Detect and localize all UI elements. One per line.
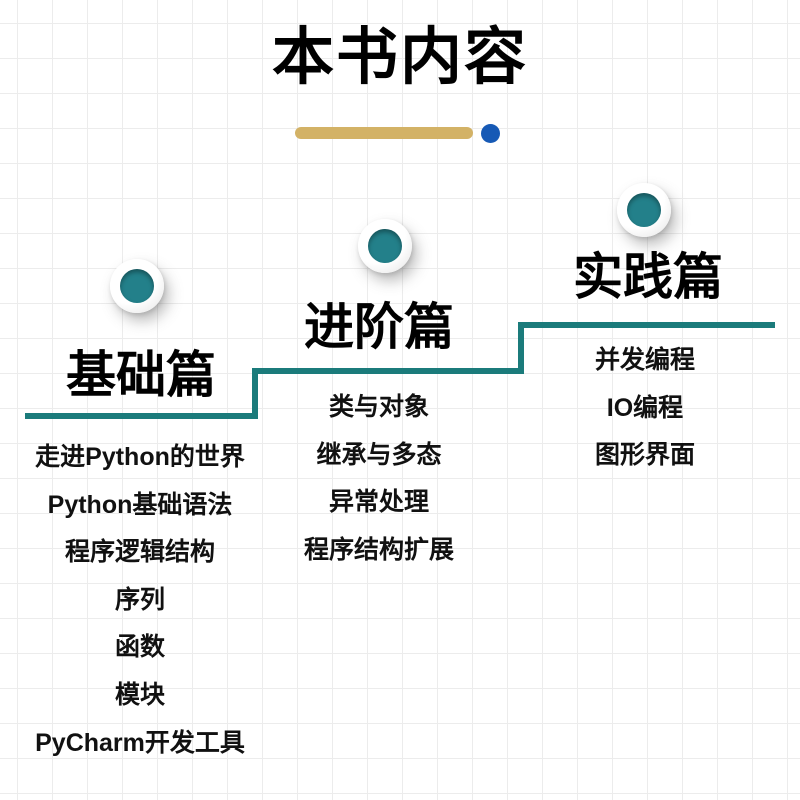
- list-item: Python基础语法: [47, 490, 233, 519]
- practice-circle-icon: [617, 183, 671, 237]
- list-item: 图形界面: [594, 441, 696, 470]
- practice-item-list: 并发编程 IO编程 图形界面: [595, 337, 695, 480]
- list-item: 序列: [114, 585, 165, 614]
- practice-circle-dot: [627, 193, 661, 227]
- section-title-basics: 基础篇: [66, 347, 216, 403]
- step-line-level2: [252, 368, 523, 374]
- list-item: 模块: [114, 680, 165, 709]
- advanced-circle-dot: [368, 229, 402, 263]
- list-item: PyCharm开发工具: [35, 728, 245, 757]
- page-title: 本书内容: [271, 23, 528, 92]
- section-title-practice: 实践篇: [573, 249, 723, 305]
- list-item: 异常处理: [328, 488, 430, 517]
- advanced-circle-icon: [358, 219, 412, 273]
- step-riser-2: [518, 322, 524, 374]
- title-underline-dot: [481, 124, 500, 143]
- step-line-level1: [25, 413, 258, 419]
- basics-item-list: 走进Python的世界 Python基础语法 程序逻辑结构 序列 函数 模块 P…: [35, 434, 245, 767]
- advanced-item-list: 类与对象 继承与多态 异常处理 程序结构扩展: [304, 384, 454, 574]
- list-item: 函数: [114, 633, 165, 662]
- list-item: IO编程: [606, 393, 684, 422]
- list-item: 类与对象: [328, 393, 430, 421]
- list-item: 程序逻辑结构: [64, 538, 215, 567]
- list-item: 走进Python的世界: [35, 443, 245, 471]
- list-item: 继承与多态: [316, 440, 442, 469]
- basics-circle-icon: [110, 259, 164, 313]
- step-riser-1: [252, 368, 258, 419]
- basics-circle-dot: [120, 269, 154, 303]
- list-item: 程序结构扩展: [303, 535, 455, 564]
- title-underline-bar: [295, 127, 473, 139]
- step-line-level3: [518, 322, 775, 328]
- section-title-advanced: 进阶篇: [304, 299, 454, 355]
- list-item: 并发编程: [594, 346, 696, 374]
